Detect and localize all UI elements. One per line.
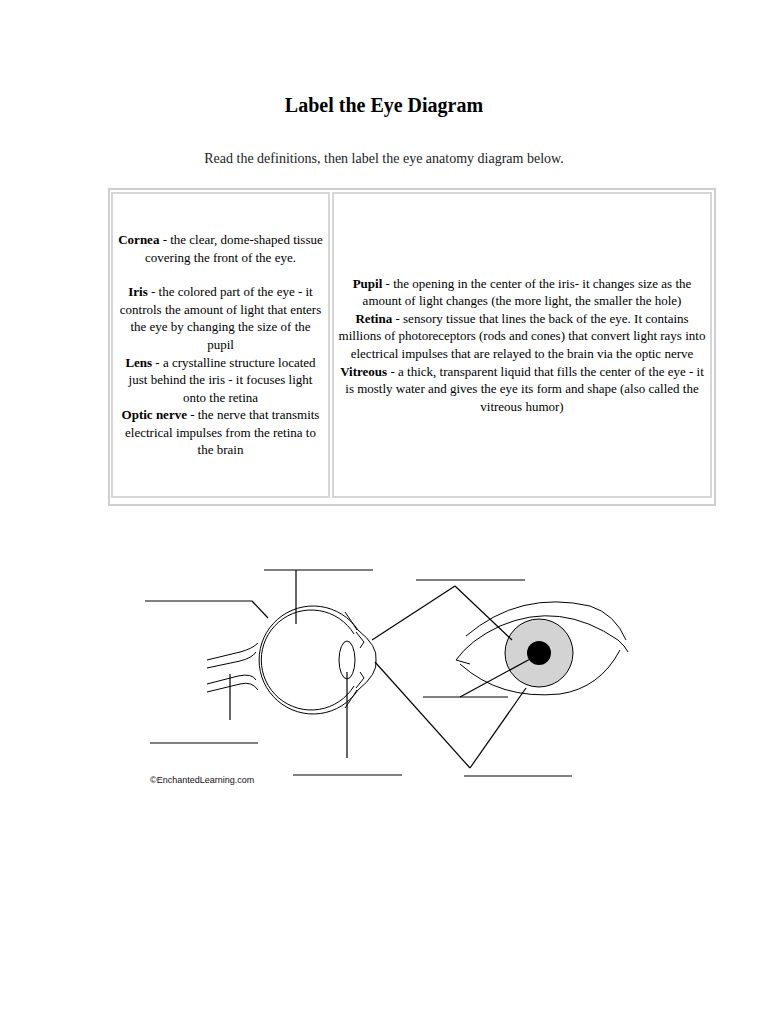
optic-nerve-inner	[207, 652, 256, 668]
term-name: Iris	[128, 284, 148, 299]
term-definition: - the opening in the center of the iris-…	[363, 276, 692, 309]
leader-line	[375, 662, 470, 768]
term-name: Lens	[125, 355, 152, 370]
definition-entry: Optic nerve- the nerve that transmits el…	[116, 406, 325, 459]
answer-line	[150, 742, 258, 743]
term-name: Vitreous	[340, 364, 387, 379]
definition-entry: Cornea- the clear, dome-shaped tissue co…	[116, 231, 325, 266]
retina-line	[261, 610, 354, 710]
definition-entry: Retina- sensory tissue that lines the ba…	[337, 310, 707, 363]
definition-table: Cornea- the clear, dome-shaped tissue co…	[108, 188, 716, 506]
ciliary-line	[345, 612, 357, 630]
eye-corner	[456, 660, 470, 664]
definition-entry: Vitreous- a thick, transparent liquid th…	[337, 363, 707, 416]
answer-line	[416, 579, 525, 580]
answer-line	[145, 600, 252, 601]
leader-line	[372, 586, 455, 640]
definition-entry: Iris- the colored part of the eye - it c…	[116, 283, 325, 353]
leader-line	[346, 672, 347, 758]
iris-front	[505, 619, 573, 687]
leader-line	[470, 688, 526, 768]
term-definition: - a crystalline structure located just b…	[129, 355, 316, 405]
term-name: Retina	[355, 311, 392, 326]
leader-line	[252, 601, 268, 618]
iris-upper	[356, 632, 364, 648]
term-name: Optic nerve	[122, 407, 187, 422]
optic-nerve-outline	[207, 683, 258, 692]
sclera-outline	[259, 606, 358, 714]
instruction-text: Read the definitions, then label the eye…	[0, 151, 768, 167]
term-definition: - the colored part of the eye - it contr…	[120, 284, 321, 352]
page-title: Label the Eye Diagram	[0, 94, 768, 117]
table-cell: Pupil- the opening in the center of the …	[332, 192, 712, 498]
definition-entry: Lens- a crystalline structure located ju…	[116, 354, 325, 407]
answer-line	[293, 774, 402, 775]
term-name: Pupil	[353, 276, 383, 291]
leader-line	[455, 586, 512, 640]
term-definition: - the clear, dome-shaped tissue covering…	[145, 232, 323, 265]
leader-line	[295, 570, 296, 624]
term-name: Cornea	[118, 232, 159, 247]
term-definition: - a thick, transparent liquid that fills…	[345, 364, 703, 414]
answer-line	[464, 775, 572, 776]
term-definition: - sensory tissue that lines the back of …	[339, 311, 706, 361]
answer-line	[264, 569, 373, 570]
leader-line	[229, 674, 230, 720]
answer-line	[423, 696, 508, 697]
iris-lower	[356, 672, 364, 688]
pupil-front	[527, 641, 551, 665]
copyright-watermark: ©EnchantedLearning.com	[150, 775, 254, 785]
leader-line	[460, 658, 532, 697]
optic-nerve-inner	[207, 675, 256, 684]
definition-entry: Pupil- the opening in the center of the …	[337, 275, 707, 310]
table-cell: Cornea- the clear, dome-shaped tissue co…	[111, 192, 330, 498]
